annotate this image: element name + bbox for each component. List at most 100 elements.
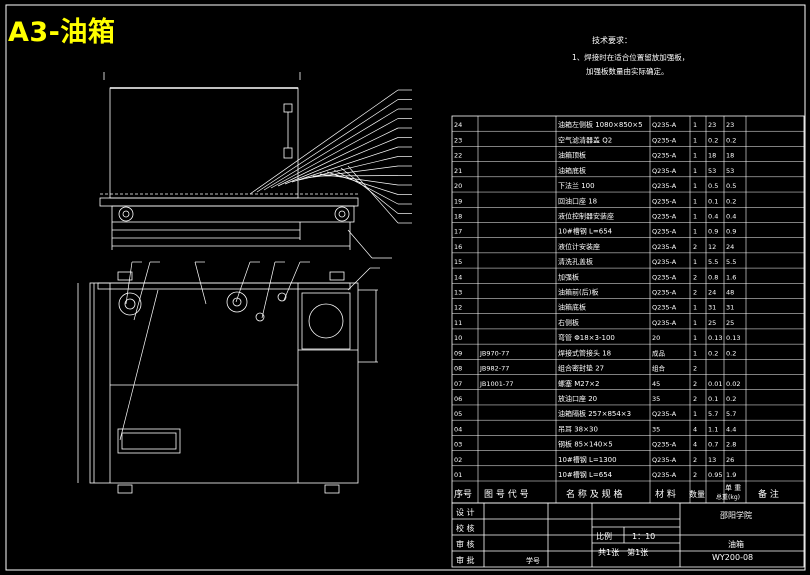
leader-line <box>347 229 373 259</box>
row-qty: 1 <box>693 121 697 129</box>
tank-body-front <box>109 87 299 199</box>
row-material: Q235-A <box>652 243 677 251</box>
row-code: JB970-77 <box>479 349 509 357</box>
col-code: 图 号 代 号 <box>484 489 529 500</box>
tb-approve: 审 批 <box>456 555 475 565</box>
row-no: 03 <box>454 441 462 449</box>
row-name: 回油口座 18 <box>558 196 597 205</box>
row-material: Q235-A <box>652 441 677 449</box>
row-qty: 4 <box>693 441 697 449</box>
tb-school: 邵阳学院 <box>720 510 752 520</box>
drain-plug-left <box>118 206 134 222</box>
row-name: 焊接式管接头 18 <box>558 348 611 357</box>
leader-line <box>319 173 399 186</box>
row-qty: 1 <box>693 349 697 357</box>
filler-cap <box>118 292 142 316</box>
row-unit-weight: 0.2 <box>708 349 718 357</box>
row-name: 液位计安装座 <box>558 242 600 251</box>
row-no: 08 <box>454 365 462 373</box>
tb-scale-label: 比例 <box>596 531 612 541</box>
leader-line <box>277 127 399 187</box>
row-unit-weight: 0.01 <box>708 380 722 388</box>
row-name: 空气滤清器盖 Q2 <box>558 135 612 144</box>
row-total-weight: 24 <box>726 243 734 251</box>
tb-review: 审 核 <box>456 539 475 549</box>
lifting-lug-bl <box>117 484 133 494</box>
row-unit-weight: 0.2 <box>708 136 718 144</box>
row-no: 10 <box>454 334 462 342</box>
balloon-leader <box>347 267 371 291</box>
lifting-lug-tl <box>117 271 133 281</box>
row-no: 23 <box>454 136 462 144</box>
row-qty: 4 <box>693 425 697 433</box>
row-qty: 1 <box>693 182 697 190</box>
row-qty: 1 <box>693 258 697 266</box>
row-material: Q235-A <box>652 319 677 327</box>
return-port-inner <box>232 297 242 307</box>
balloon-leader <box>119 289 159 441</box>
row-total-weight: 25 <box>726 319 734 327</box>
tb-scale-value: 1：10 <box>632 532 655 541</box>
row-no: 11 <box>454 319 462 327</box>
row-total-weight: 5.5 <box>726 258 736 266</box>
row-no: 12 <box>454 304 462 312</box>
row-total-weight: 18 <box>726 152 734 160</box>
row-total-weight: 1.6 <box>726 273 736 281</box>
leader-line <box>270 118 399 189</box>
row-no: 01 <box>454 471 462 479</box>
col-seq: 序号 <box>454 488 472 500</box>
tb-check: 校 核 <box>456 523 475 533</box>
row-no: 22 <box>454 152 462 160</box>
row-name: 10#槽钢 L=654 <box>558 227 613 236</box>
sheet-frame <box>5 4 806 571</box>
row-unit-weight: 25 <box>708 319 716 327</box>
front-view <box>99 72 359 250</box>
row-no: 06 <box>454 395 462 403</box>
filler-cap-inner <box>124 298 136 310</box>
row-name: 弯管 Φ18×3-100 <box>558 333 615 342</box>
row-material: Q235-A <box>652 197 677 205</box>
cleanout-cover <box>301 292 351 350</box>
leader-line <box>256 99 399 193</box>
row-qty: 2 <box>693 456 697 464</box>
row-total-weight: 0.5 <box>726 182 736 190</box>
row-total-weight: 23 <box>726 121 734 129</box>
row-qty: 1 <box>693 167 697 175</box>
row-name: 吊耳 38×30 <box>558 425 598 433</box>
row-unit-weight: 0.9 <box>708 228 718 236</box>
col-qty: 数量 <box>689 489 705 499</box>
tb-design: 设 计 <box>456 507 475 517</box>
row-material: Q235-A <box>652 167 677 175</box>
row-code: JB1001-77 <box>479 380 514 388</box>
row-unit-weight: 0.13 <box>708 334 722 342</box>
row-qty: 2 <box>693 380 697 388</box>
notes-line-2: 加强板数量由实际确定。 <box>586 66 669 76</box>
level-gauge <box>283 147 293 159</box>
col-remark: 备 注 <box>758 488 779 500</box>
row-total-weight: 26 <box>726 456 734 464</box>
row-material: Q235-A <box>652 273 677 281</box>
balloon-leader <box>283 261 301 301</box>
row-qty: 1 <box>693 334 697 342</box>
row-qty: 1 <box>693 152 697 160</box>
row-no: 15 <box>454 258 462 266</box>
row-no: 13 <box>454 289 462 297</box>
row-qty: 1 <box>693 410 697 418</box>
flange-strip <box>97 282 351 290</box>
drain-plug-right <box>334 206 350 222</box>
balloon-leader <box>194 261 207 305</box>
row-unit-weight: 0.5 <box>708 182 718 190</box>
row-total-weight: 0.2 <box>726 349 736 357</box>
row-name: 10#槽钢 L=654 <box>558 470 613 479</box>
row-unit-weight: 13 <box>708 456 716 464</box>
leader-line <box>312 175 399 177</box>
row-total-weight: 0.4 <box>726 212 736 220</box>
leader-line <box>249 89 399 195</box>
row-name: 加强板 <box>558 272 579 281</box>
row-no: 17 <box>454 228 462 236</box>
row-name: 液位控制器安装座 <box>558 211 614 220</box>
row-material: Q235-A <box>652 182 677 190</box>
row-total-weight: 48 <box>726 289 734 297</box>
